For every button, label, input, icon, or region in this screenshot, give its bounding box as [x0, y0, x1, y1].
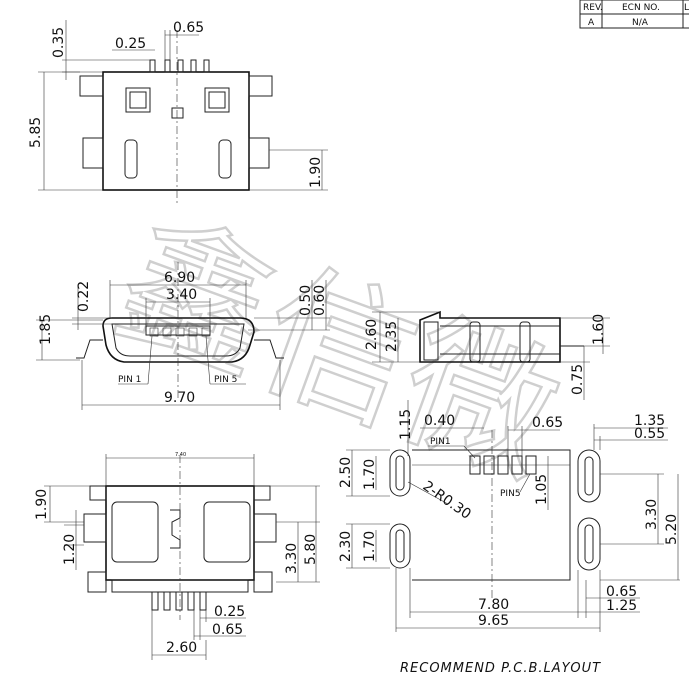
pcb-dim-3-30: 3.30	[644, 499, 660, 530]
pcb-dim-2-30: 2.30	[338, 531, 354, 562]
pcb-dim-0-65-lower: 0.65	[606, 584, 637, 600]
side-view: 2.60 2.35 1.60 0.75	[364, 310, 610, 400]
pcb-dim-2-50: 2.50	[338, 457, 354, 488]
front-dim-3-40: 3.40	[166, 287, 197, 303]
pcb-dim-1-35: 1.35	[634, 413, 665, 429]
bottom-dim-7-40: 7.40	[175, 452, 186, 458]
front-view: 6.90 3.40 0.22 1.85 0.50 0.60 PIN 1 PIN …	[36, 262, 330, 410]
pcb-dim-0-40: 0.40	[424, 413, 455, 429]
ecn-header: ECN NO.	[622, 3, 660, 13]
pcb-dim-1-25: 1.25	[606, 598, 637, 614]
pcb-dim-7-80: 7.80	[478, 597, 509, 613]
rev-value: A	[588, 18, 595, 28]
front-dim-0-22: 0.22	[76, 281, 92, 312]
side-dim-0-75: 0.75	[570, 364, 586, 395]
top-view: 0.65 0.25 0.35 5.85 1.90	[28, 20, 328, 205]
front-dim-0-60: 0.60	[312, 285, 328, 316]
top-dim-1-90: 1.90	[308, 157, 324, 188]
pcb-dim-1-70-lower: 1.70	[362, 531, 378, 562]
pcb-dim-5-20: 5.20	[664, 514, 680, 545]
bottom-dim-2-60: 2.60	[166, 640, 197, 656]
front-dim-6-90: 6.90	[164, 270, 195, 286]
rev-header: REV.	[583, 3, 603, 13]
pcb-dim-1-05: 1.05	[534, 474, 550, 505]
ecn-value: N/A	[632, 18, 649, 28]
revision-table: REV. ECN NO. L A N/A	[579, 0, 689, 29]
pcb-pin5-label: PIN5	[500, 489, 521, 499]
pcb-dim-1-15: 1.15	[398, 409, 414, 440]
top-dim-0-35: 0.35	[51, 27, 67, 58]
pcb-caption: RECOMMEND P.C.B.LAYOUT	[400, 661, 601, 676]
bottom-view: 7.40 1.90 1.20 3.30 5.80 0.25 0.65 2.60	[34, 452, 320, 660]
pcb-dim-0-55: 0.55	[634, 426, 665, 442]
bottom-dim-0-25: 0.25	[214, 604, 245, 620]
front-dim-1-85: 1.85	[38, 314, 54, 345]
top-dim-0-65: 0.65	[173, 20, 204, 36]
front-pin5-label: PIN 5	[214, 375, 237, 385]
pcb-dim-9-65: 9.65	[478, 613, 509, 629]
front-dim-9-70: 9.70	[164, 390, 195, 406]
bottom-dim-3-30: 3.30	[284, 543, 300, 574]
front-pin1-label: PIN 1	[118, 375, 141, 385]
side-dim-1-60: 1.60	[591, 314, 607, 345]
pcb-dim-0-65: 0.65	[532, 415, 563, 431]
bottom-dim-0-65: 0.65	[212, 622, 243, 638]
top-dim-0-25: 0.25	[115, 36, 146, 52]
bottom-dim-1-20: 1.20	[62, 534, 78, 565]
pcb-pin1-label: PIN1	[430, 437, 451, 447]
side-dim-2-60: 2.60	[364, 319, 380, 350]
bottom-dim-5-80: 5.80	[303, 534, 319, 565]
l-header: L	[684, 3, 689, 13]
bottom-dim-1-90: 1.90	[34, 489, 50, 520]
side-dim-2-35: 2.35	[384, 321, 400, 352]
pcb-dim-1-70-upper: 1.70	[362, 459, 378, 490]
top-dim-5-85: 5.85	[28, 117, 44, 148]
front-dim-0-50: 0.50	[298, 285, 314, 316]
